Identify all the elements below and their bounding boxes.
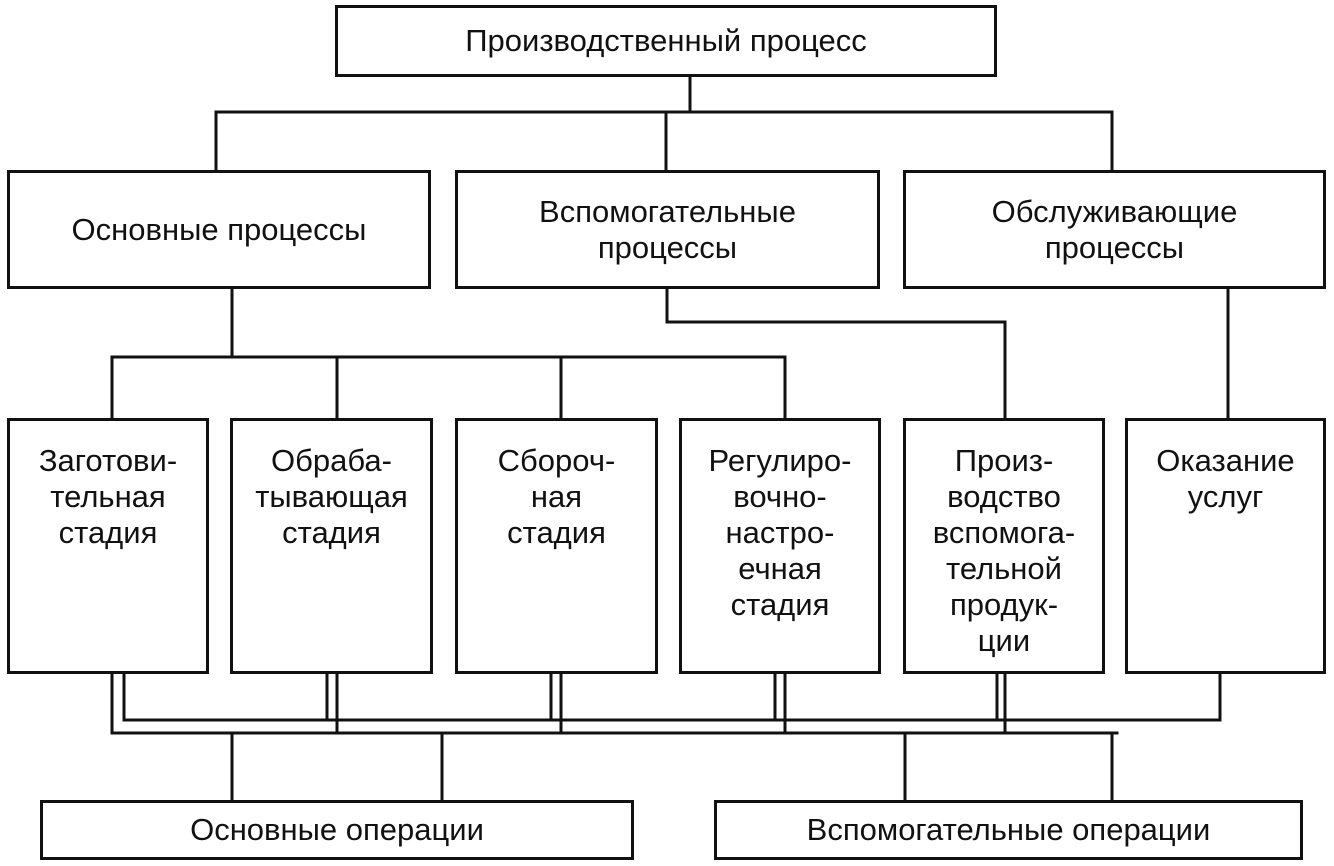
root-process-label: Производственный процесс [465,23,867,58]
root-process-box: Производственный процесс [335,5,997,77]
service-processes-label: Обслуживающие процессы [991,193,1238,265]
assembly-stage-box: Сбороч- ная стадия [455,418,658,674]
assembly-stage-label: Сбороч- ная стадия [497,443,616,550]
processing-stage-box: Обраба- тывающая стадия [230,418,433,674]
service-processes-box: Обслуживающие процессы [903,170,1326,289]
main-processes-box: Основные процессы [7,170,431,289]
aux-production-stage-label: Произ- водство вспомога- тельной продук-… [932,443,1076,658]
adjustment-stage-label: Регулиро- вочно- настро- ечная стадия [708,443,852,622]
services-stage-label: Оказание услуг [1156,443,1295,514]
main-operations-label: Основные операции [190,812,484,847]
main-operations-box: Основные операции [40,800,634,860]
procurement-stage-box: Заготови- тельная стадия [7,418,209,674]
auxiliary-operations-box: Вспомогательные операции [714,800,1303,860]
adjustment-stage-box: Регулиро- вочно- настро- ечная стадия [679,418,881,674]
auxiliary-processes-box: Вспомогательные процессы [455,170,880,289]
auxiliary-processes-label: Вспомогательные процессы [539,193,796,265]
aux-production-stage-box: Произ- водство вспомога- тельной продук-… [903,418,1105,674]
main-processes-label: Основные процессы [71,211,367,247]
auxiliary-operations-label: Вспомогательные операции [806,812,1211,847]
services-stage-box: Оказание услуг [1125,418,1326,674]
procurement-stage-label: Заготови- тельная стадия [38,443,178,550]
processing-stage-label: Обраба- тывающая стадия [255,443,408,550]
